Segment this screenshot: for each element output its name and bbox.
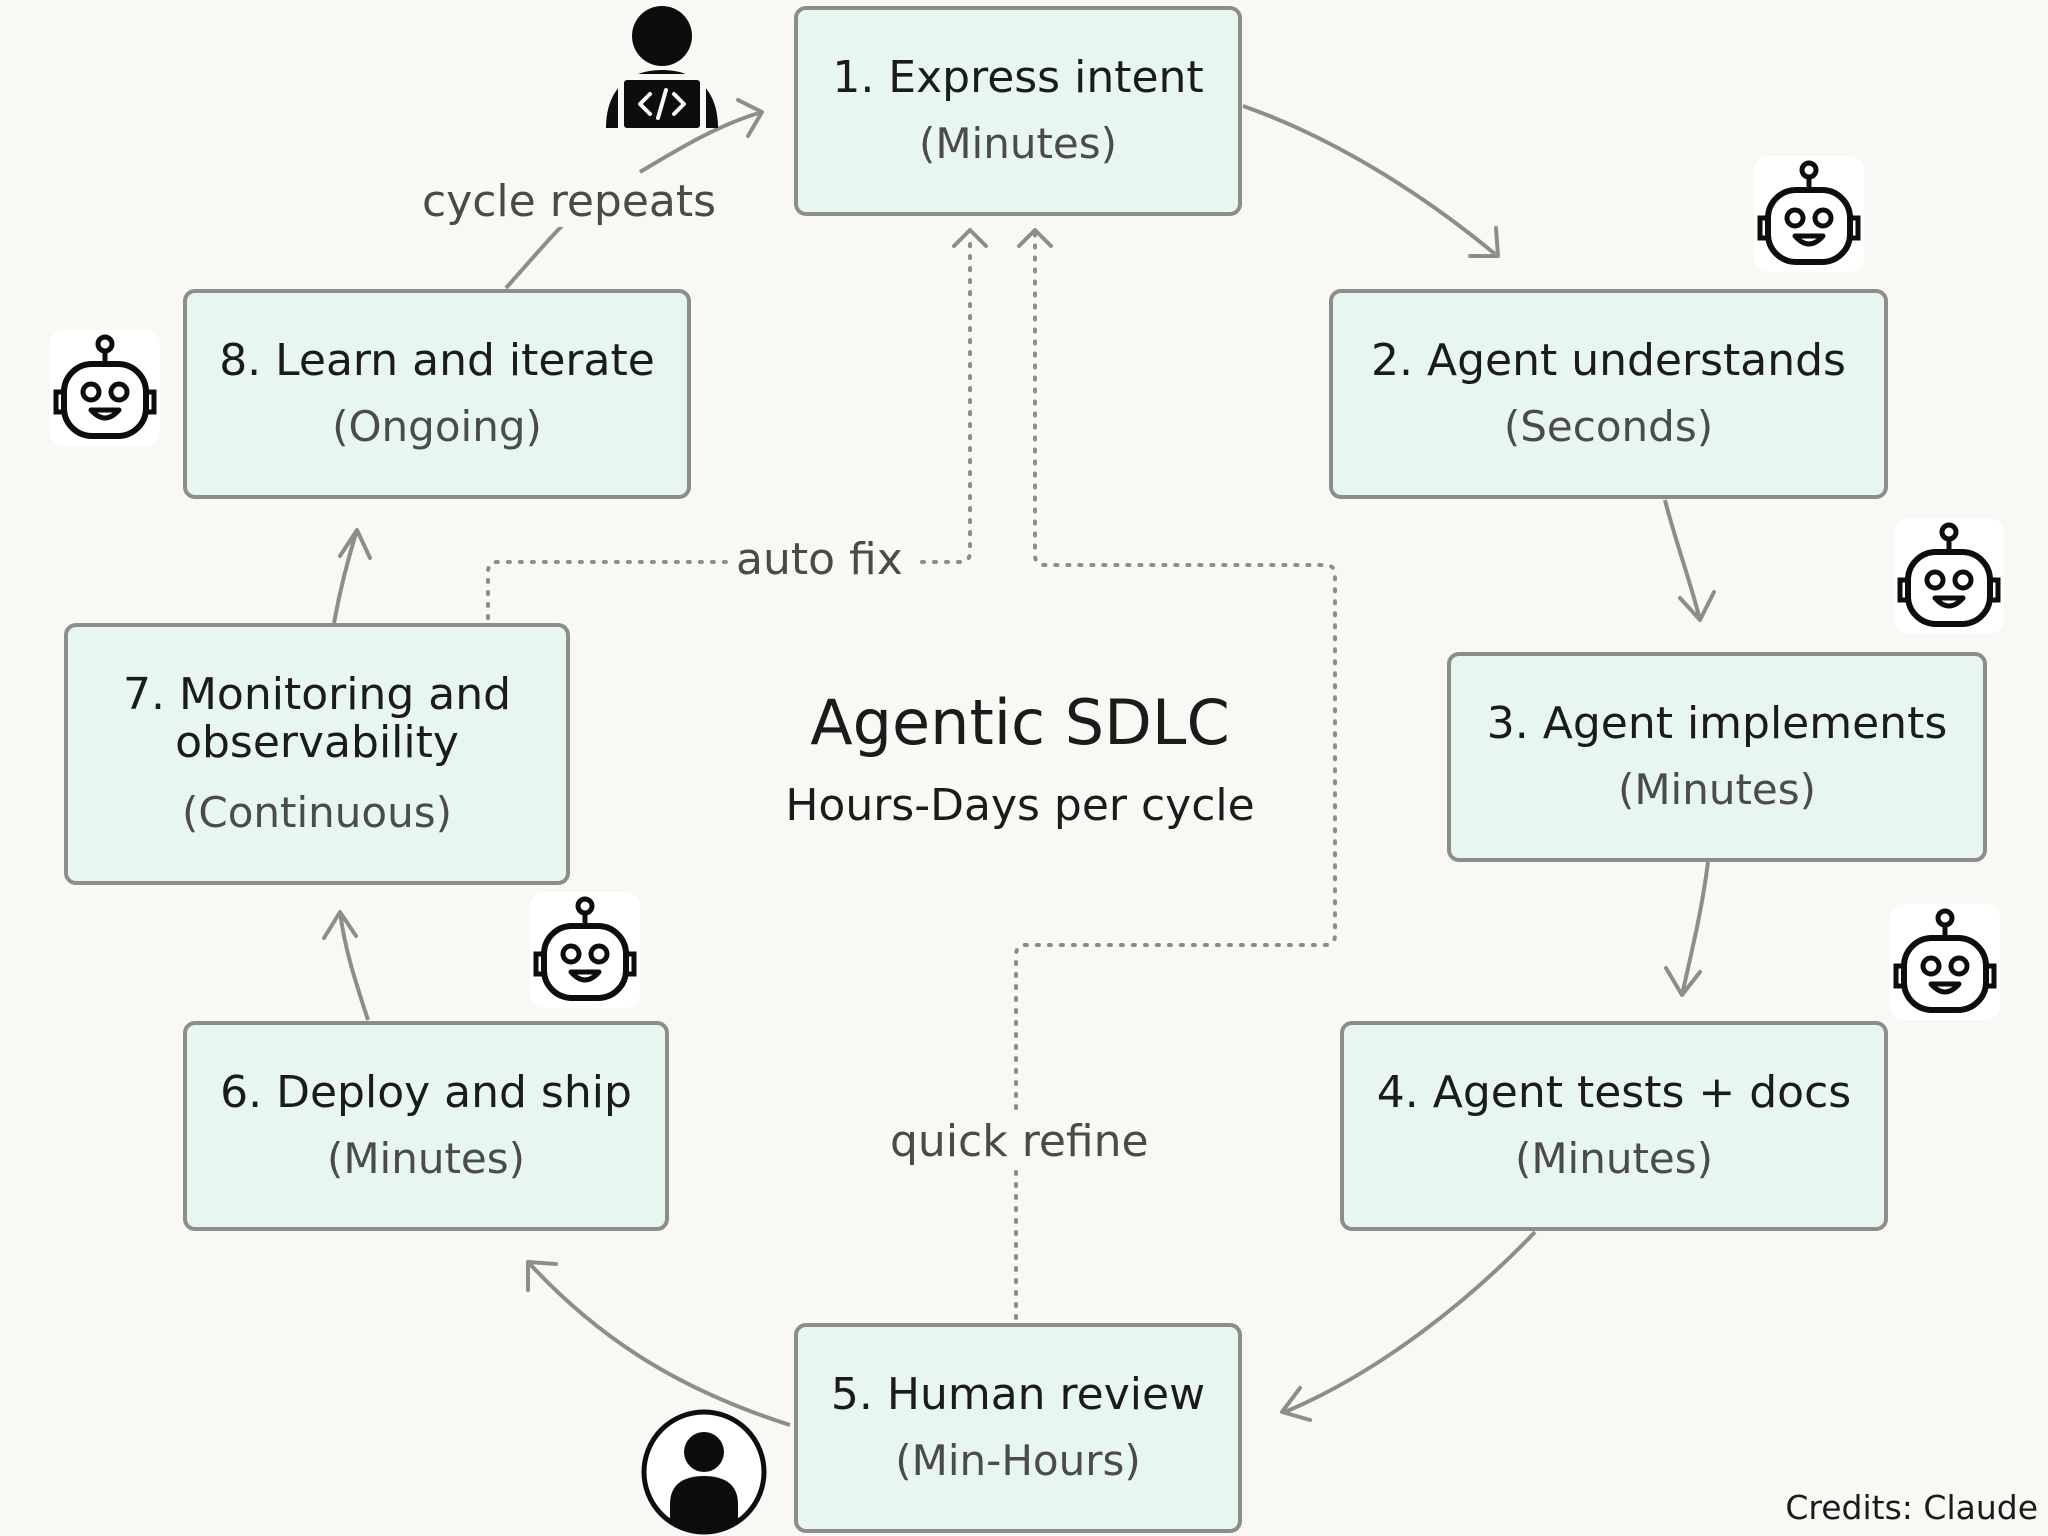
arrow-4-to-5 <box>1284 1230 1537 1414</box>
stage-duration: (Minutes) <box>326 1134 526 1183</box>
stage-title: 2. Agent understands <box>1371 335 1846 386</box>
robot-icon <box>1754 156 1864 272</box>
quick-refine-label: quick refine <box>884 1116 1155 1167</box>
stage-title: 6. Deploy and ship <box>220 1067 632 1118</box>
arrow-2-to-3 <box>1663 499 1702 621</box>
stage-title: 7. Monitoring and observability <box>122 669 512 768</box>
stage-title: 5. Human review <box>830 1369 1206 1420</box>
stage-agent-understands: 2. Agent understands (Seconds) <box>1329 289 1888 499</box>
stage-duration: (Seconds) <box>1503 402 1714 451</box>
stage-title: 3. Agent implements <box>1486 698 1948 749</box>
stage-duration: (Minutes) <box>1514 1134 1714 1183</box>
person-icon <box>641 1409 767 1535</box>
credits-text: Credits: Claude <box>1785 1488 2038 1527</box>
stage-duration: (Continuous) <box>182 788 452 837</box>
arrow-3-to-4 <box>1680 861 1710 996</box>
cycle-repeats-label: cycle repeats <box>416 176 723 227</box>
auto-fix-connector <box>486 560 730 620</box>
arrow-5-to-6 <box>526 1260 791 1427</box>
human-developer-icon <box>606 6 718 132</box>
stage-deploy-and-ship: 6. Deploy and ship (Minutes) <box>183 1021 669 1231</box>
stage-human-review: 5. Human review (Min-Hours) <box>794 1323 1242 1533</box>
stage-duration: (Minutes) <box>918 119 1118 168</box>
robot-icon <box>1894 518 2004 634</box>
diagram-subtitle: Hours-Days per cycle <box>785 780 1255 831</box>
arrow-6-to-7 <box>338 911 370 1021</box>
arrow-7-to-8 <box>332 529 359 624</box>
robot-icon <box>50 330 160 446</box>
stage-express-intent: 1. Express intent (Minutes) <box>794 6 1242 216</box>
stage-monitoring-observability: 7. Monitoring and observability (Continu… <box>64 623 570 885</box>
robot-icon <box>1890 904 2000 1020</box>
stage-title: 1. Express intent <box>832 52 1204 103</box>
stage-title: 4. Agent tests + docs <box>1376 1067 1852 1118</box>
stage-duration: (Min-Hours) <box>895 1436 1141 1485</box>
stage-agent-implements: 3. Agent implements (Minutes) <box>1447 652 1987 862</box>
stage-duration: (Ongoing) <box>332 402 542 451</box>
auto-fix-label: auto fix <box>730 534 909 585</box>
robot-icon <box>530 892 640 1008</box>
stage-learn-and-iterate: 8. Learn and iterate (Ongoing) <box>183 289 691 499</box>
stage-duration: (Minutes) <box>1617 765 1817 814</box>
stage-title: 8. Learn and iterate <box>219 335 655 386</box>
diagram-title: Agentic SDLC <box>810 686 1230 759</box>
stage-agent-tests-docs: 4. Agent tests + docs (Minutes) <box>1340 1021 1888 1231</box>
arrow-1-to-2 <box>1242 104 1497 256</box>
